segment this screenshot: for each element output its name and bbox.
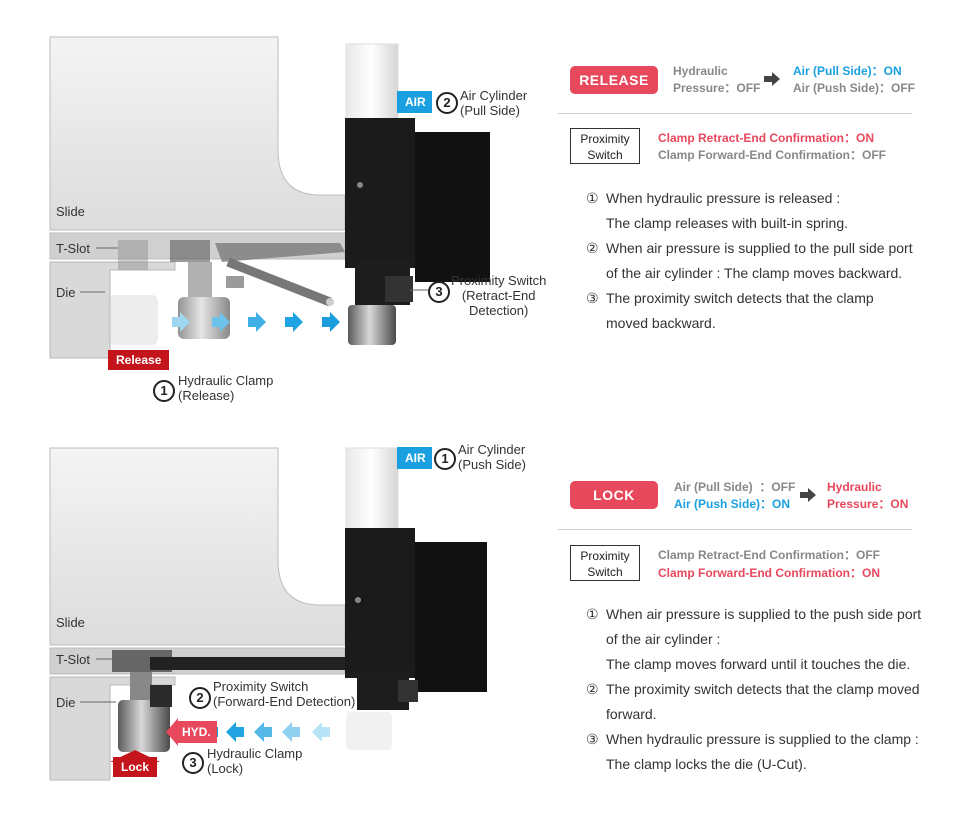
lock-step-2: ② The proximity switch detects that the c…: [586, 677, 920, 727]
lock-callout-proximity-switch: Proximity Switch (Forward-End Detection): [213, 679, 355, 709]
lock-hyd-tag: HYD.: [176, 721, 217, 743]
lock-callout-1-number: 1: [434, 448, 456, 470]
release-step-3-line-1: The proximity switch detects that the cl…: [606, 290, 874, 306]
lock-slide-label: Slide: [56, 615, 85, 630]
release-callout-1-number: 1: [153, 380, 175, 402]
release-callout-air-cylinder: Air Cylinder (Pull Side): [460, 88, 527, 118]
lock-step-1-line-1: When air pressure is supplied to the pus…: [606, 606, 922, 622]
release-illustration: Slide T-Slot Die AIR 2 Air Cylinder (Pul…: [0, 0, 560, 403]
lock-transition-arrow: [800, 488, 816, 502]
release-step-2-line-2: of the air cylinder : The clamp moves ba…: [606, 265, 903, 281]
release-step-2-number: ②: [586, 240, 599, 256]
release-callout-air-cylinder-text: Air Cylinder (Pull Side): [460, 88, 528, 118]
lock-tslot-label: T-Slot: [56, 652, 90, 667]
release-proximity-switch-label: Proximity Switch: [580, 132, 630, 162]
release-step-3: ③ The proximity switch detects that the c…: [586, 286, 874, 336]
lock-air-tag: AIR: [397, 447, 432, 469]
release-callout-3-number: 3: [428, 281, 450, 303]
lock-step-3: ③ When hydraulic pressure is supplied to …: [586, 727, 919, 777]
lock-callout-air-cylinder-text: Air Cylinder (Push Side): [458, 442, 526, 472]
lock-step-2-line-1: The proximity switch detects that the cl…: [606, 681, 920, 697]
lock-step-3-line-1: When hydraulic pressure is supplied to t…: [606, 731, 919, 747]
lock-step-1: ① When air pressure is supplied to the pu…: [586, 602, 921, 677]
lock-proximity-switch-box: Proximity Switch: [570, 545, 640, 581]
release-callout-proximity-switch-text: Proximity Switch (Retract-End Detection): [451, 273, 547, 318]
release-step-1-number: ①: [586, 190, 599, 206]
lock-air-pull-off: Air (Pull Side) ：OFF: [674, 480, 796, 494]
lock-tag: Lock: [113, 757, 158, 777]
lock-step-1-number: ①: [586, 606, 599, 622]
lock-illustration: Slide T-Slot Die AIR 1 Air Cylinder (Pus…: [0, 430, 560, 790]
release-step-3-number: ③: [586, 290, 599, 306]
lock-die-label: Die: [56, 695, 76, 710]
release-from-state: Hydraulic Pressure：OFF: [673, 64, 761, 95]
lock-step-1-line-3: The clamp moves forward until it touches…: [606, 656, 911, 672]
release-die-label: Die: [56, 285, 76, 300]
release-tag: Release: [108, 350, 170, 370]
release-slide-label: Slide: [56, 204, 85, 219]
lock-air-push-on: Air (Push Side)：ON: [674, 497, 791, 511]
release-air-pull-on: Air (Pull Side)：ON: [793, 64, 902, 78]
release-callout-2-number: 2: [436, 92, 458, 114]
release-step-1-line-2: The clamp releases with built-in spring.: [606, 215, 848, 231]
lock-hydraulic-on: Hydraulic Pressure：ON: [827, 480, 909, 511]
release-proximity-switch-box: Proximity Switch: [570, 128, 640, 164]
lock-forward-end-on: Clamp Forward-End Confirmation：ON: [658, 566, 881, 580]
lock-machine-drawing: [49, 447, 487, 781]
release-tslot-label: T-Slot: [56, 241, 90, 256]
release-step-1-line-1: When hydraulic pressure is released :: [606, 190, 841, 206]
lock-step-3-number: ③: [586, 731, 599, 747]
release-step-3-line-2: moved backward.: [606, 315, 716, 331]
release-callout-proximity-switch: Proximity Switch (Retract-End Detection): [451, 273, 546, 318]
lock-callout-air-cylinder: Air Cylinder (Push Side): [458, 442, 526, 472]
lock-proximity-switch-label: Proximity Switch: [580, 549, 630, 579]
release-callout-hydraulic-clamp-text: Hydraulic Clamp (Release): [178, 373, 274, 403]
lock-step-2-line-2: forward.: [606, 706, 657, 722]
lock-flow-arrows: [200, 722, 330, 742]
release-divider: [558, 113, 912, 114]
release-step-2-line-1: When air pressure is supplied to the pul…: [606, 240, 913, 256]
lock-step-2-number: ②: [586, 681, 599, 697]
release-transition-arrow: [764, 72, 780, 86]
release-step-2: ② When air pressure is supplied to the pu…: [586, 236, 913, 286]
lock-callout-3-number: 3: [182, 752, 204, 774]
lock-step-3-line-2: The clamp locks the die (U-Cut).: [606, 756, 807, 772]
lock-callout-hydraulic-clamp-text: Hydraulic Clamp (Lock): [207, 746, 303, 776]
lock-step-1-line-2: of the air cylinder :: [606, 631, 721, 647]
lock-badge: LOCK: [570, 481, 658, 509]
lock-divider: [558, 529, 912, 530]
release-step-1: ① When hydraulic pressure is released : T…: [586, 186, 848, 236]
release-retract-end-on: Clamp Retract-End Confirmation：ON: [658, 131, 875, 145]
release-flow-arrows: [172, 312, 340, 332]
lock-retract-end-off: Clamp Retract-End Confirmation：OFF: [658, 548, 881, 562]
lock-callout-proximity-switch-text: Proximity Switch (Forward-End Detection): [213, 679, 356, 709]
release-forward-end-off: Clamp Forward-End Confirmation：OFF: [658, 148, 886, 162]
release-badge: RELEASE: [570, 66, 658, 94]
release-air-tag: AIR: [397, 91, 432, 113]
lock-callout-hydraulic-clamp: Hydraulic Clamp (Lock): [207, 746, 302, 776]
lock-callout-2-number: 2: [189, 687, 211, 709]
release-air-push-off: Air (Push Side)：OFF: [793, 81, 916, 95]
release-callout-hydraulic-clamp: Hydraulic Clamp (Release): [178, 373, 273, 403]
release-machine-drawing: [49, 36, 490, 359]
